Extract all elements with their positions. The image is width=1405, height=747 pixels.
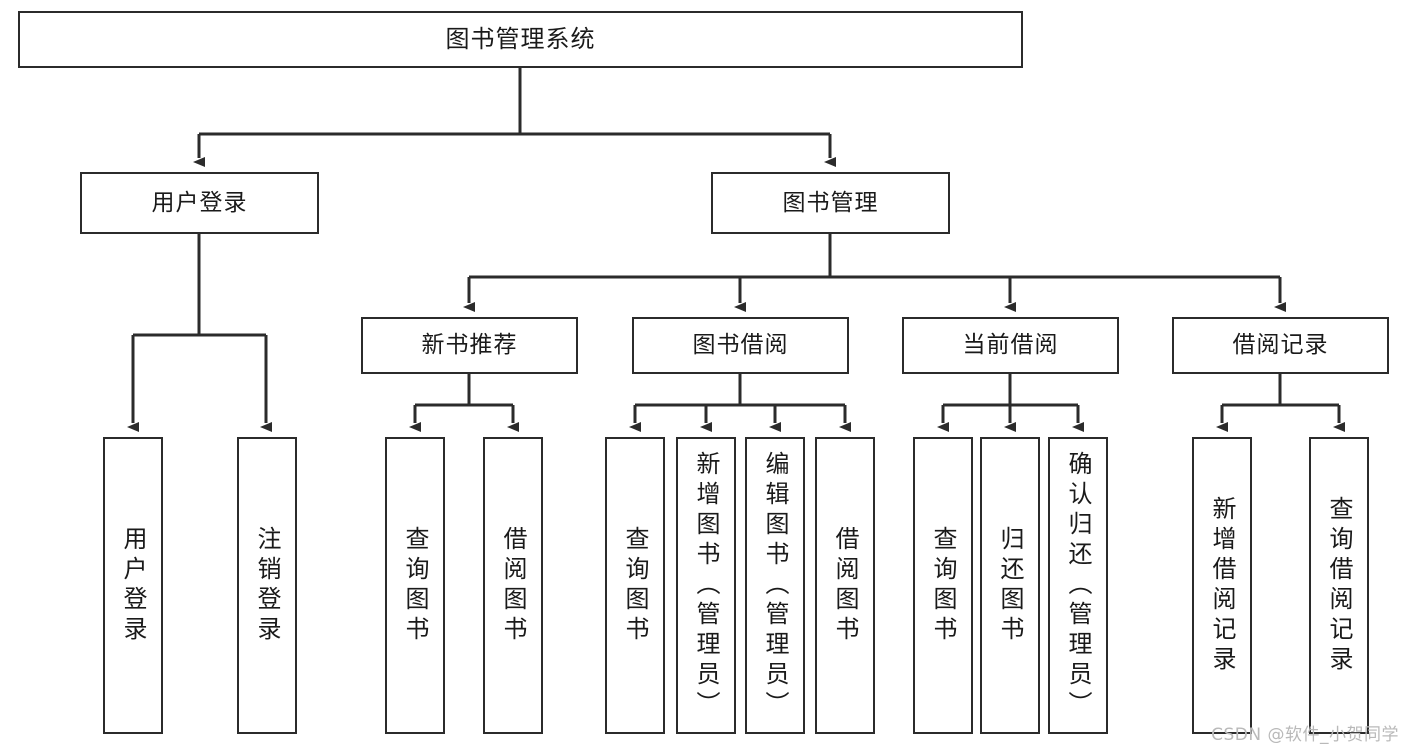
leaf-user-login-login[interactable]: 用户登录 — [103, 437, 163, 734]
node-label: 新增图书（管理员） — [692, 450, 720, 721]
node-label: 图书借阅 — [692, 332, 789, 359]
node-user-login[interactable]: 用户登录 — [80, 172, 319, 234]
leaf-record-add-record[interactable]: 新增借阅记录 — [1192, 437, 1252, 734]
csdn-watermark: CSDN @软件_小贺同学 — [1211, 725, 1399, 745]
leaf-current-return-book[interactable]: 归还图书 — [980, 437, 1040, 734]
node-label: 用户登录 — [151, 189, 248, 216]
leaf-borrow-edit-book-admin[interactable]: 编辑图书（管理员） — [745, 437, 805, 734]
node-label: 用户登录 — [119, 525, 147, 646]
node-book-management[interactable]: 图书管理 — [711, 172, 950, 234]
node-label: 图书管理 — [782, 189, 879, 216]
node-book-borrow[interactable]: 图书借阅 — [632, 317, 849, 374]
node-root-system[interactable]: 图书管理系统 — [18, 11, 1023, 68]
node-label: 查询图书 — [621, 525, 649, 646]
leaf-borrow-borrow-book[interactable]: 借阅图书 — [815, 437, 875, 734]
node-label: 当前借阅 — [962, 332, 1059, 359]
node-label: 查询图书 — [929, 525, 957, 646]
leaf-current-query-book[interactable]: 查询图书 — [913, 437, 973, 734]
node-label: 查询图书 — [401, 525, 429, 646]
node-label: 确认归还（管理员） — [1064, 450, 1092, 721]
node-label: 归还图书 — [996, 525, 1024, 646]
leaf-current-confirm-return-admin[interactable]: 确认归还（管理员） — [1048, 437, 1108, 734]
node-borrow-record[interactable]: 借阅记录 — [1172, 317, 1389, 374]
node-label: 借阅图书 — [499, 525, 527, 646]
node-label: 借阅图书 — [831, 525, 859, 646]
node-new-book-recommend[interactable]: 新书推荐 — [361, 317, 578, 374]
leaf-borrow-query-book[interactable]: 查询图书 — [605, 437, 665, 734]
leaf-new-book-query[interactable]: 查询图书 — [385, 437, 445, 734]
leaf-new-book-borrow[interactable]: 借阅图书 — [483, 437, 543, 734]
node-label: 图书管理系统 — [445, 24, 596, 53]
node-label: 新书推荐 — [421, 332, 518, 359]
node-label: 编辑图书（管理员） — [761, 450, 789, 721]
node-label: 注销登录 — [253, 525, 281, 646]
leaf-borrow-add-book-admin[interactable]: 新增图书（管理员） — [676, 437, 736, 734]
node-label: 查询借阅记录 — [1325, 495, 1353, 676]
node-label: 新增借阅记录 — [1208, 495, 1236, 676]
leaf-user-login-logout[interactable]: 注销登录 — [237, 437, 297, 734]
node-label: 借阅记录 — [1232, 332, 1329, 359]
leaf-record-query-record[interactable]: 查询借阅记录 — [1309, 437, 1369, 734]
node-current-borrow[interactable]: 当前借阅 — [902, 317, 1119, 374]
